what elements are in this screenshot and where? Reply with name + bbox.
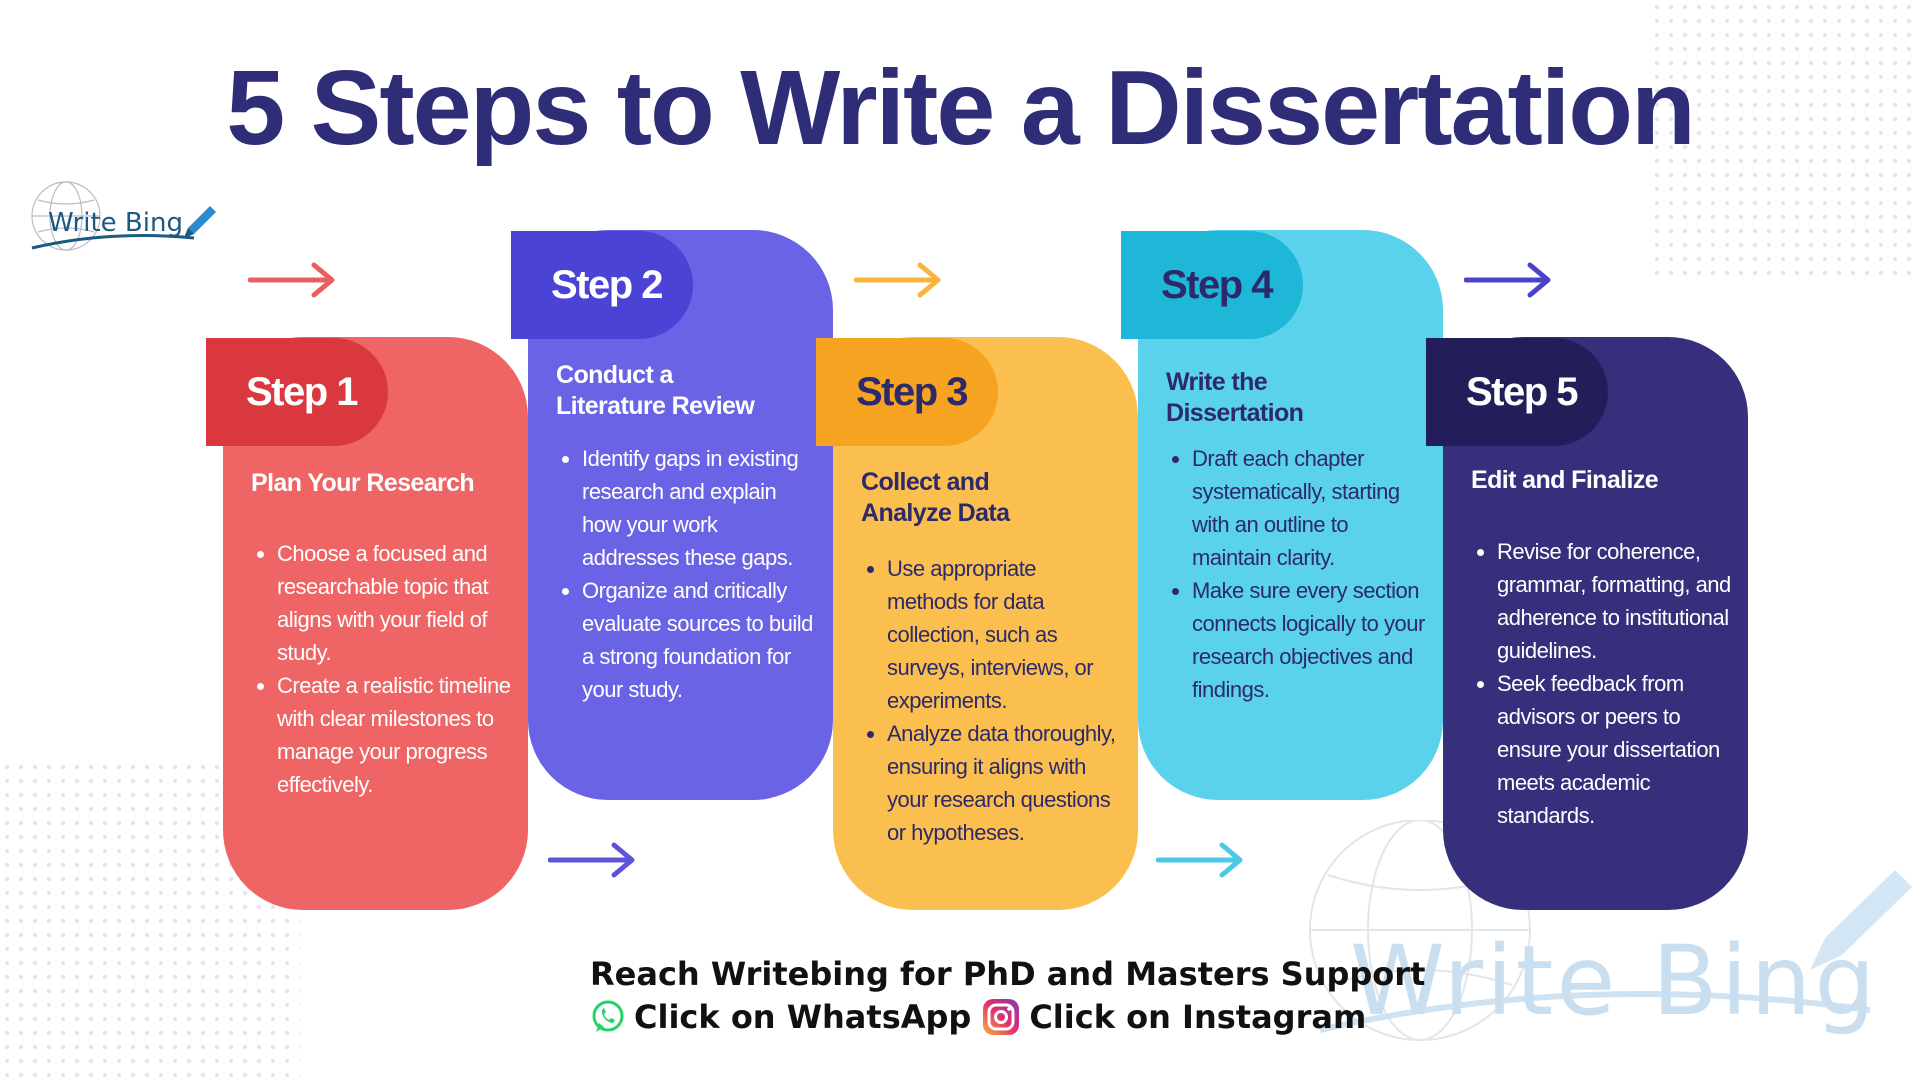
contact-cta: Reach Writebing for PhD and Masters Supp…: [590, 955, 1425, 1037]
list-item: Draft each chapter systematically, start…: [1192, 442, 1427, 574]
step-badge: Step 5: [1426, 338, 1608, 446]
arrow-right-icon: [1156, 842, 1243, 878]
step-heading: Collect and Analyze Data: [861, 468, 1010, 527]
whatsapp-link[interactable]: Click on WhatsApp: [634, 998, 972, 1036]
arrow-right-icon: [548, 842, 635, 878]
step-card-1: Step 1 Plan Your Research Choose a focus…: [206, 337, 528, 910]
step-bullets: Choose a focused and researchable topic …: [251, 537, 512, 801]
brand-watermark: Write Bing: [1250, 819, 1920, 1080]
list-item: Use appropriate methods for data collect…: [887, 552, 1122, 717]
step-heading: Conduct a Literature Review: [556, 361, 755, 420]
watermark-text: Write Bing: [1350, 925, 1879, 1037]
instagram-icon[interactable]: [981, 997, 1021, 1037]
step-badge: Step 1: [206, 338, 388, 446]
list-item: Organize and critically evaluate sources…: [582, 574, 817, 706]
arrow-right-icon: [854, 262, 941, 298]
cta-links: Click on WhatsApp Click on Instagram: [590, 997, 1425, 1037]
step-bullets: Revise for coherence, grammar, formattin…: [1471, 535, 1732, 832]
list-item: Create a realistic timeline with clear m…: [277, 669, 512, 801]
dot-pattern-right: [1650, 0, 1920, 280]
step-bullets: Identify gaps in existing research and e…: [556, 442, 817, 706]
step-bullets: Use appropriate methods for data collect…: [861, 552, 1122, 849]
step-card-3: Step 3 Collect and Analyze Data Use appr…: [816, 337, 1138, 910]
logo-text: Write Bing: [48, 208, 183, 238]
list-item: Identify gaps in existing research and e…: [582, 442, 817, 574]
list-item: Analyze data thoroughly, ensuring it ali…: [887, 717, 1122, 849]
list-item: Revise for coherence, grammar, formattin…: [1497, 535, 1732, 667]
page-title: 5 Steps to Write a Dissertation: [226, 49, 1696, 167]
instagram-link[interactable]: Click on Instagram: [1029, 998, 1367, 1036]
whatsapp-icon[interactable]: [590, 999, 626, 1035]
step-heading: Write the Dissertation: [1166, 368, 1304, 427]
arrow-right-icon: [248, 262, 335, 298]
cta-headline: Reach Writebing for PhD and Masters Supp…: [590, 955, 1426, 993]
pen-icon: [184, 206, 216, 238]
step-bullets: Draft each chapter systematically, start…: [1166, 442, 1427, 706]
brand-logo: Write Bing: [18, 178, 228, 258]
arrow-right-icon: [1464, 262, 1551, 298]
step-card-4: Step 4 Write the Dissertation Draft each…: [1121, 230, 1443, 800]
list-item: Choose a focused and researchable topic …: [277, 537, 512, 669]
step-badge: Step 2: [511, 231, 693, 339]
step-card-2: Step 2 Conduct a Literature Review Ident…: [511, 230, 833, 800]
step-badge: Step 4: [1121, 231, 1303, 339]
list-item: Seek feedback from advisors or peers to …: [1497, 667, 1732, 832]
watermark-globe-icon: [1309, 819, 1912, 1041]
list-item: Make sure every section connects logical…: [1192, 574, 1427, 706]
globe-icon: [31, 181, 195, 251]
step-card-5: Step 5 Edit and Finalize Revise for cohe…: [1426, 337, 1748, 910]
step-badge: Step 3: [816, 338, 998, 446]
step-heading: Plan Your Research: [251, 469, 475, 497]
step-heading: Edit and Finalize: [1471, 466, 1659, 494]
